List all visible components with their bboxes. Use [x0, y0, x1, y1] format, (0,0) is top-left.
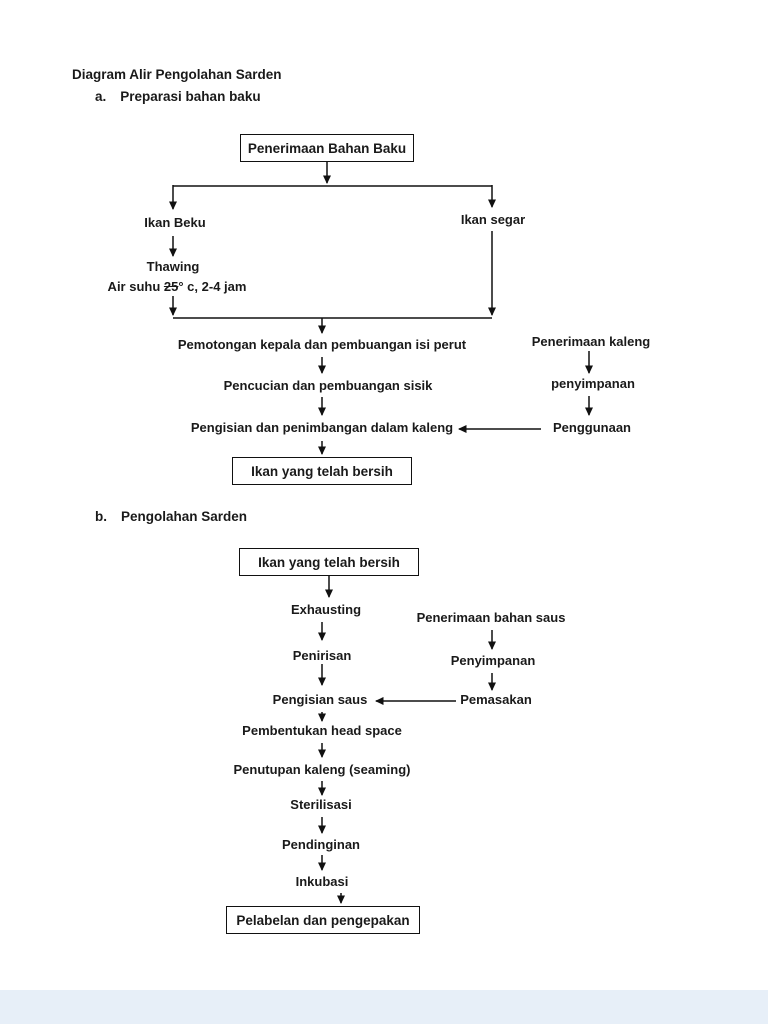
node-exhausting: Exhausting	[290, 602, 362, 617]
thawing-temp: 25	[163, 279, 179, 294]
node-penutupan-kaleng: Penutupan kaleng (seaming)	[233, 762, 411, 777]
node-penyimpanan-kaleng: penyimpanan	[551, 376, 635, 391]
page-gap-strip	[0, 990, 768, 1024]
node-ikan-segar: Ikan segar	[460, 212, 526, 227]
section-a-title: Preparasi bahan baku	[120, 89, 261, 104]
node-pengisian-kaleng: Pengisian dan penimbangan dalam kaleng	[190, 420, 454, 435]
node-thawing: Thawing	[146, 259, 200, 274]
node-inkubasi: Inkubasi	[295, 874, 349, 889]
node-pengisian-saus: Pengisian saus	[272, 692, 368, 707]
section-a-heading: a. Preparasi bahan baku	[95, 89, 261, 104]
node-pemasakan: Pemasakan	[460, 692, 532, 707]
section-b-heading: b. Pengolahan Sarden	[95, 509, 247, 524]
thawing-note: Air suhu 25° c, 2-4 jam	[107, 279, 247, 294]
node-pencucian: Pencucian dan pembuangan sisik	[223, 378, 433, 393]
node-pembentukan-head-space: Pembentukan head space	[242, 723, 402, 738]
node-pelabelan-pengepakan: Pelabelan dan pengepakan	[226, 906, 420, 934]
node-penyimpanan-saus: Penyimpanan	[450, 653, 536, 668]
section-b-label: b.	[95, 509, 107, 524]
section-b-title: Pengolahan Sarden	[121, 509, 248, 524]
thawing-note-suffix: ° c, 2-4 jam	[178, 279, 247, 294]
node-ikan-yang-telah-bersih-a: Ikan yang telah bersih	[232, 457, 412, 485]
node-sterilisasi: Sterilisasi	[290, 797, 352, 812]
node-penerimaan-bahan-saus: Penerimaan bahan saus	[416, 610, 566, 625]
node-pemotongan: Pemotongan kepala dan pembuangan isi per…	[177, 337, 467, 352]
node-ikan-yang-telah-bersih-b: Ikan yang telah bersih	[239, 548, 419, 576]
section-a-label: a.	[95, 89, 107, 104]
node-penerimaan-kaleng: Penerimaan kaleng	[531, 334, 651, 349]
node-penerimaan-bahan-baku: Penerimaan Bahan Baku	[240, 134, 414, 162]
thawing-note-prefix: Air suhu	[107, 279, 164, 294]
page-title: Diagram Alir Pengolahan Sarden	[72, 67, 282, 82]
node-penggunaan: Penggunaan	[552, 420, 632, 435]
node-penirisan: Penirisan	[292, 648, 352, 663]
node-ikan-beku: Ikan Beku	[144, 215, 206, 230]
node-pendinginan: Pendinginan	[282, 837, 360, 852]
